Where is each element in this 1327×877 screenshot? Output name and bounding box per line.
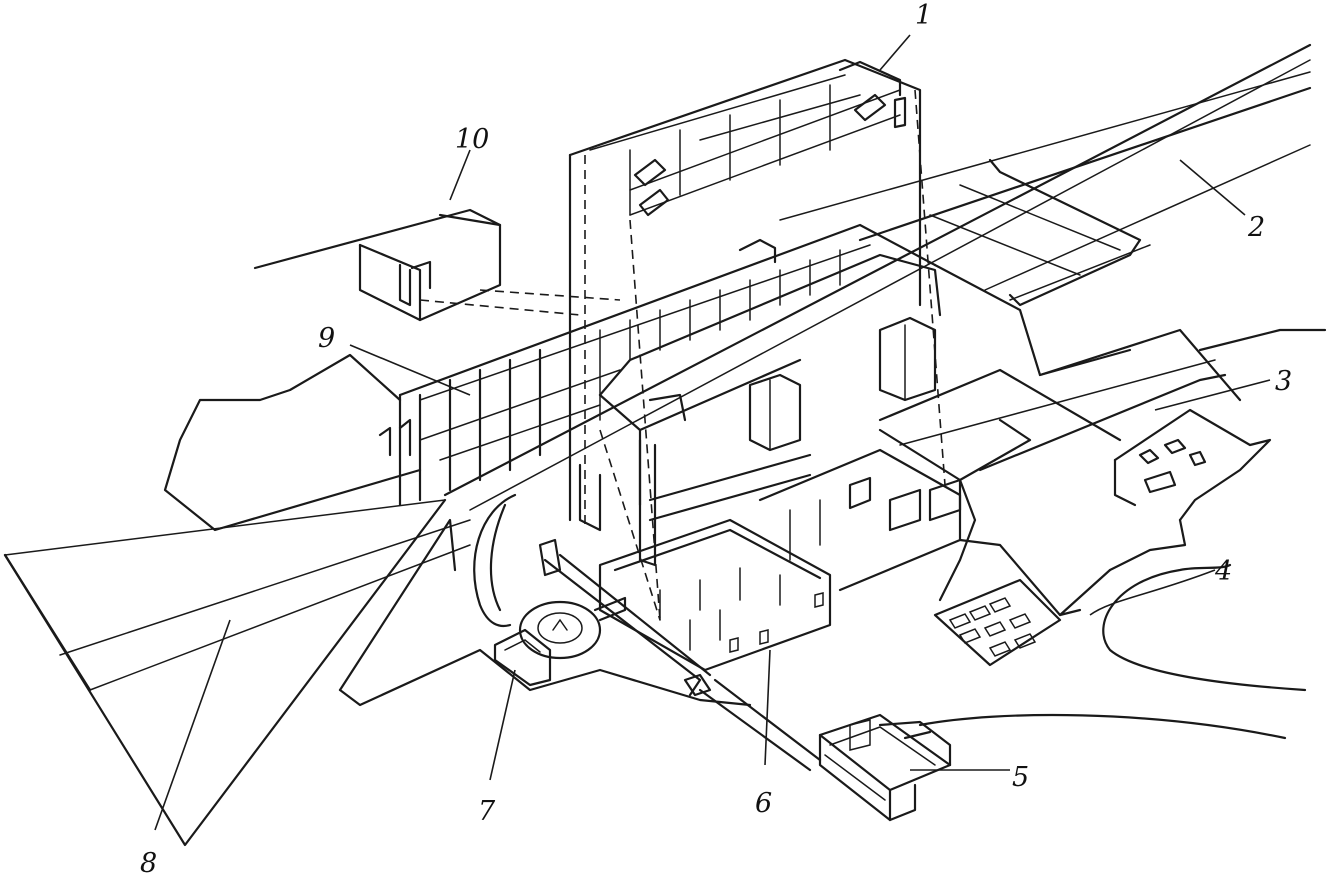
leader-lines [154, 34, 1271, 831]
callout-2: 2 [1247, 212, 1265, 243]
callout-5: 5 [1012, 762, 1029, 793]
channel [543, 553, 822, 772]
ramp-and-tank [473, 493, 627, 687]
terrain-left [163, 353, 752, 707]
callout-8: 8 [140, 848, 157, 877]
rooms-block [758, 359, 1227, 602]
right-platform [933, 263, 1327, 522]
callout-9: 9 [318, 323, 335, 354]
callout-10: 10 [455, 124, 489, 155]
courtyard [578, 438, 832, 672]
runway-strip [443, 43, 1312, 511]
building-5 [818, 713, 1287, 822]
callout-1: 1 [915, 0, 932, 31]
callout-7: 7 [478, 796, 496, 827]
tower-block [568, 58, 922, 522]
left-platform [3, 498, 471, 847]
projection-lines [419, 89, 946, 621]
gallery-building [378, 223, 937, 507]
callout-3: 3 [1275, 366, 1292, 397]
terrain-right [958, 518, 1307, 692]
callout-6: 6 [755, 788, 772, 819]
vehicle-yard [933, 578, 1062, 667]
callout-4: 4 [1214, 556, 1232, 587]
annex-building-10 [253, 208, 502, 322]
